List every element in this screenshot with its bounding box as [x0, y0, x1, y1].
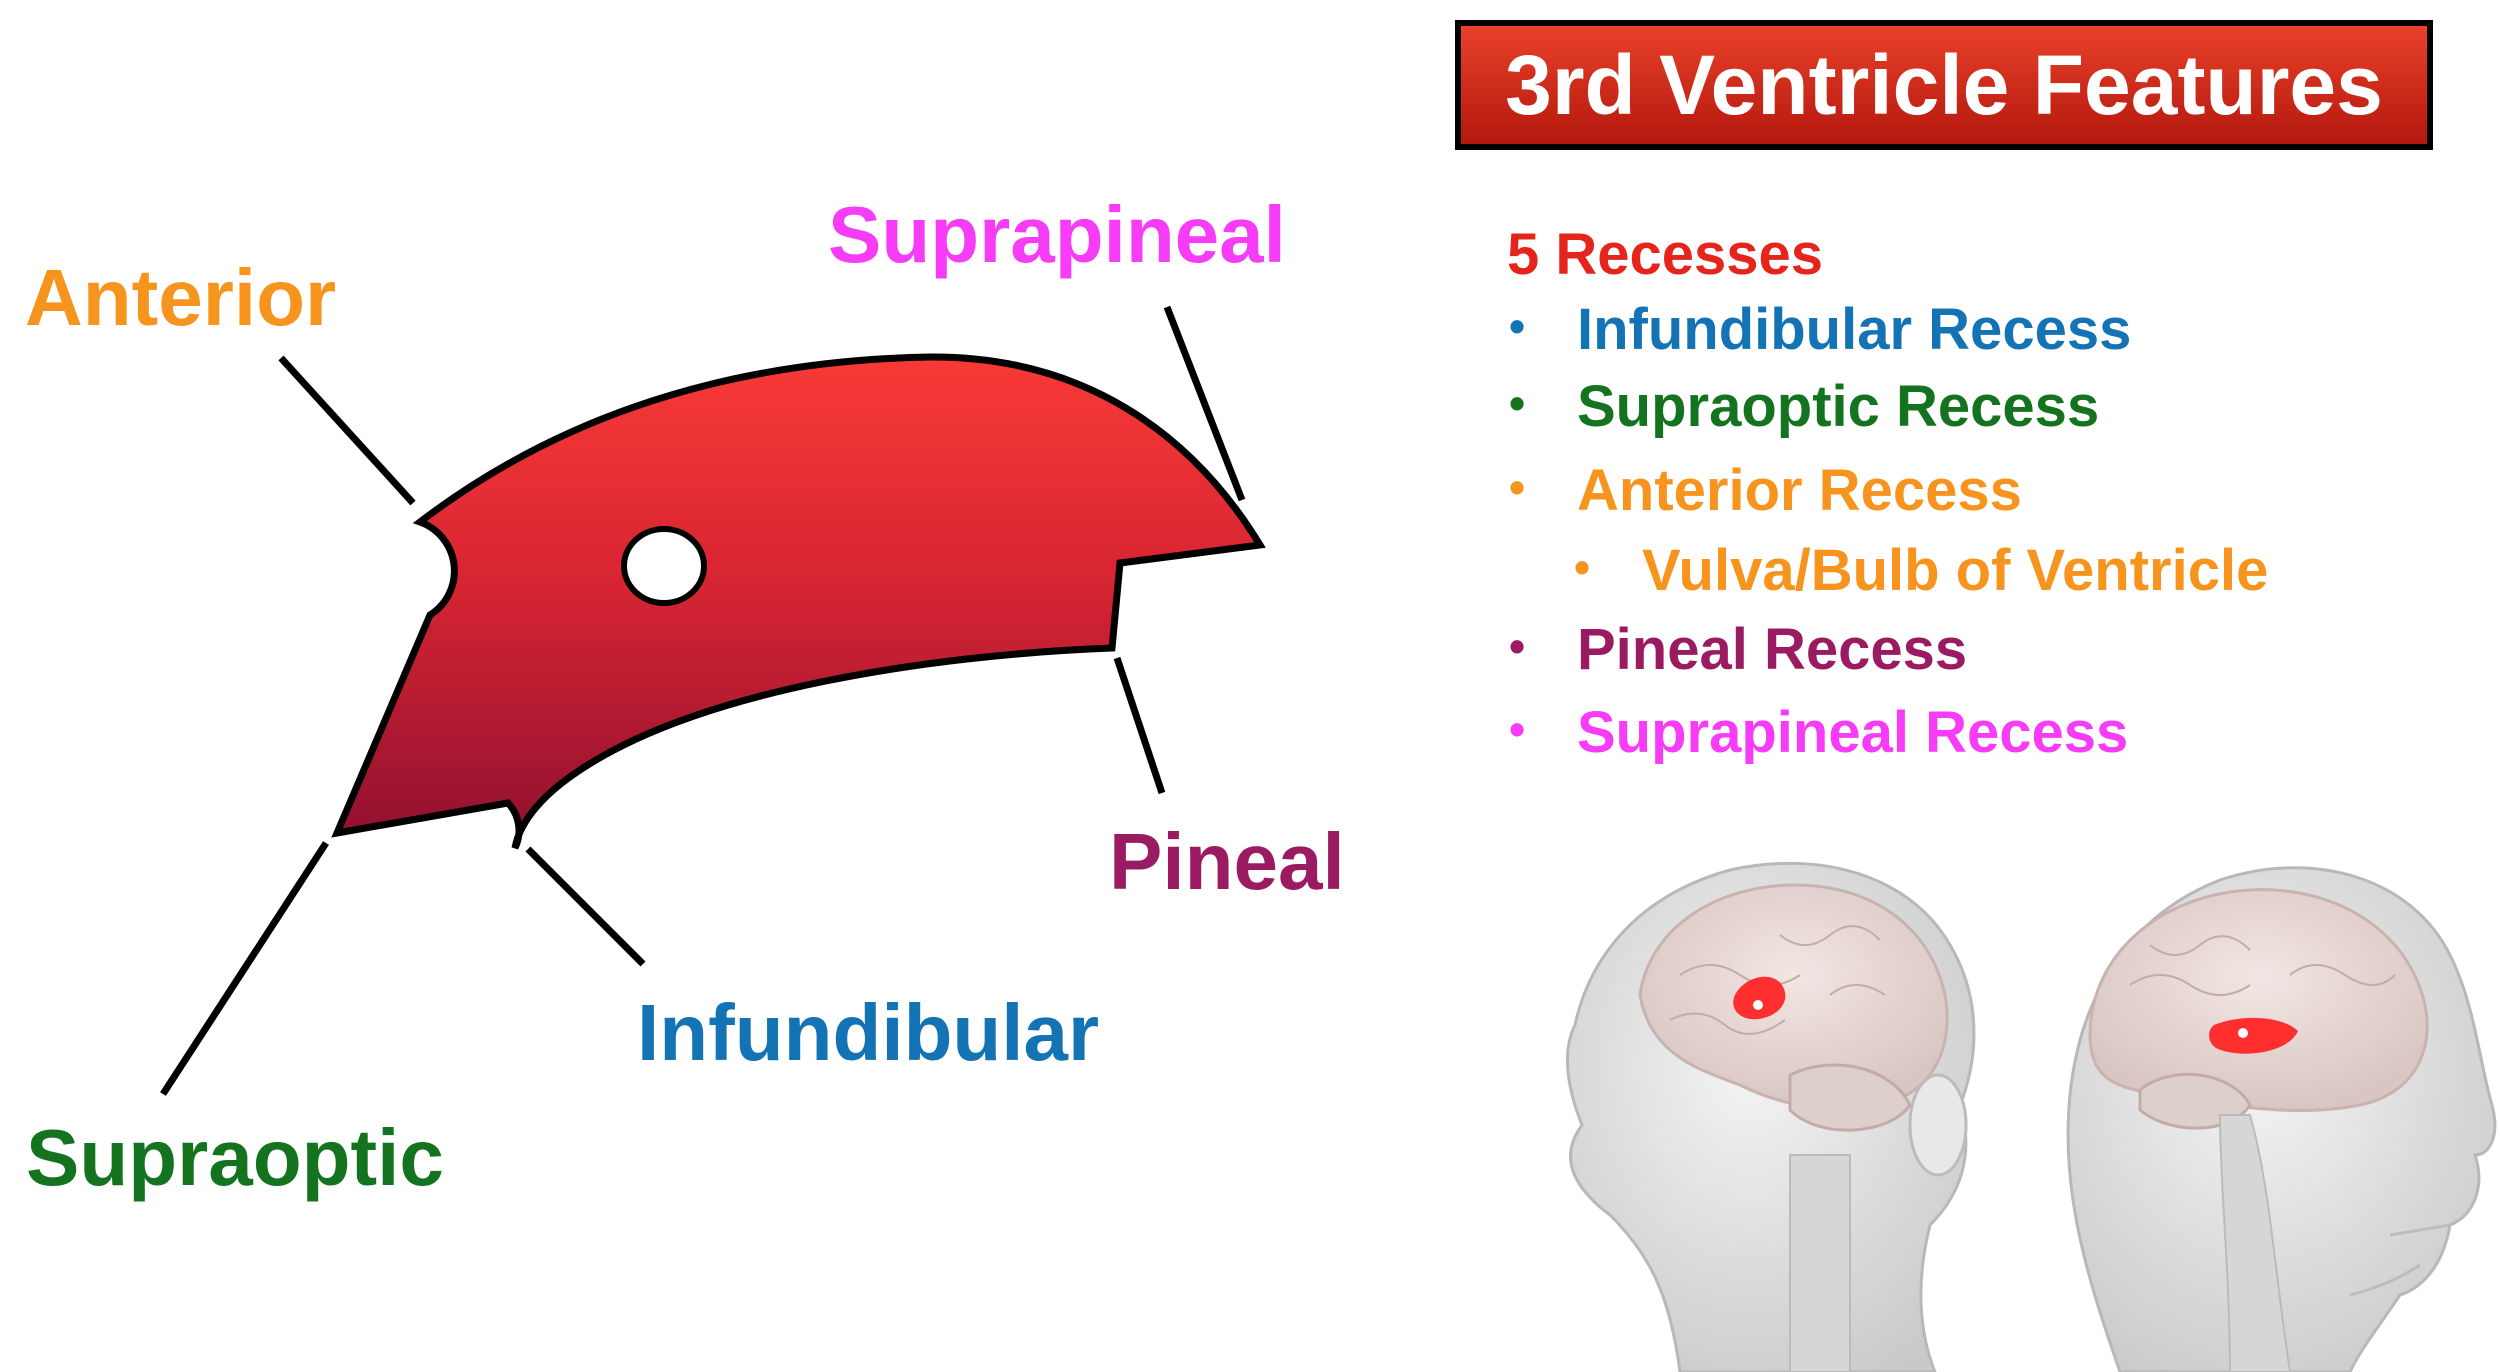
infundibular-leader: [525, 846, 646, 967]
recess-bullet: •: [1509, 703, 1526, 755]
supraoptic-leader: [160, 841, 329, 1096]
recess-bullet: •: [1509, 300, 1526, 352]
recess-bullet: •: [1509, 377, 1526, 429]
recess-item: Anterior Recess: [1577, 458, 2022, 523]
recess-bullet: •: [1574, 541, 1591, 593]
title-banner: 3rd Ventricle Features: [1455, 20, 2433, 150]
recess-item: Pineal Recess: [1577, 617, 1968, 682]
anterior-label: Anterior: [25, 253, 337, 342]
recess-item: Vulva/Bulb of Ventricle: [1642, 538, 2269, 603]
suprapineal-label: Suprapineal: [828, 190, 1286, 279]
recess-item: Infundibular Recess: [1577, 297, 2132, 362]
recess-item: Suprapineal Recess: [1577, 700, 2129, 765]
anterior-leader: [278, 355, 416, 506]
supraoptic-label: Supraoptic: [26, 1113, 444, 1202]
recesses-header: 5 Recesses: [1507, 222, 1824, 287]
suprapineal-leader: [1163, 305, 1246, 502]
recess-bullet: •: [1509, 620, 1526, 672]
right-head-illustration: [2066, 866, 2497, 1372]
ventricle-shape: [331, 353, 1266, 850]
left-head-illustration: [1565, 861, 1976, 1372]
third-ventricle-diagram: [160, 305, 1266, 1096]
interthalamic-adhesion-hole: [621, 526, 707, 606]
pineal-leader: [1113, 656, 1166, 795]
brain-head-illustrations: [1565, 861, 2497, 1372]
infundibular-label: Infundibular: [637, 988, 1100, 1077]
recess-item: Supraoptic Recess: [1577, 374, 2100, 439]
pineal-label: Pineal: [1109, 817, 1345, 906]
recess-bullet: •: [1509, 461, 1526, 513]
page-title: 3rd Ventricle Features: [1461, 26, 2427, 144]
